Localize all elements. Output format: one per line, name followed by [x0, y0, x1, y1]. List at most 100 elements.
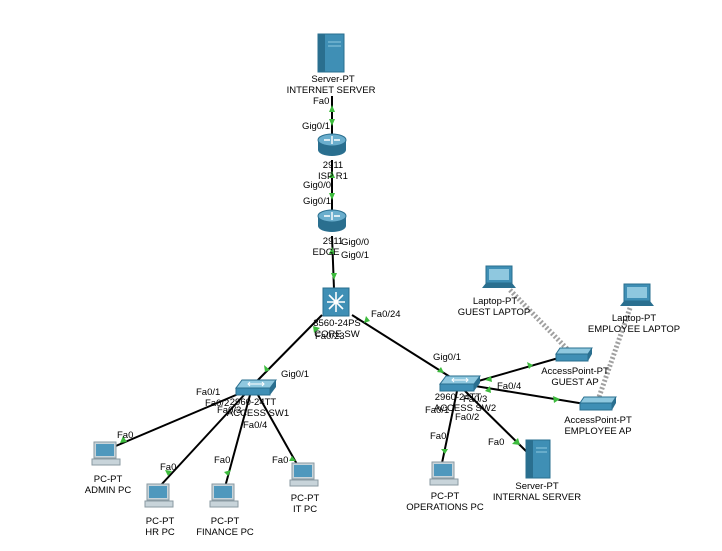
- port-label: Gig0/1: [433, 352, 461, 363]
- link-up-arrow: [331, 273, 337, 280]
- finance-pc-icon[interactable]: [209, 483, 239, 508]
- access-sw2-model-label: 2960-24TT: [434, 392, 482, 403]
- edge-router-name-label: EDGE: [312, 247, 340, 258]
- it-pc-icon[interactable]: [289, 462, 319, 487]
- finance-pc-model-label: PC-PT: [210, 516, 240, 527]
- port-label: Fa0/3: [463, 394, 488, 405]
- port-label: Gig0/0: [341, 237, 369, 248]
- link-up-arrow: [437, 367, 444, 373]
- port-label: Gig0/0: [303, 180, 331, 191]
- link-up-arrow: [313, 326, 320, 333]
- link-up-arrow: [165, 470, 172, 476]
- it-pc-model-label: PC-PT: [290, 493, 320, 504]
- guest-ap-icon[interactable]: [555, 347, 593, 362]
- port-label: Gig0/1: [281, 369, 309, 380]
- link-up-arrow: [485, 386, 491, 393]
- guest-ap-name-label: GUEST AP: [551, 377, 599, 388]
- internal-server-icon[interactable]: [525, 439, 551, 479]
- access-sw2-name-label: ACCESS SW2: [433, 403, 497, 414]
- admin-pc-model-label: PC-PT: [93, 474, 123, 485]
- link-edge-router-core-switch[interactable]: [331, 235, 335, 290]
- port-label: Fa0/3: [217, 405, 242, 416]
- link-sw1-admin-pc[interactable]: [110, 391, 244, 449]
- wireless-employee-laptop-employee-ap: [595, 307, 633, 401]
- port-label: Fa0: [160, 462, 177, 473]
- access-switch-2-icon[interactable]: [439, 375, 481, 392]
- internet-server-icon[interactable]: [317, 33, 345, 73]
- port-label: Gig0/1: [302, 121, 330, 132]
- link-sw2-employee-ap[interactable]: [474, 385, 586, 405]
- link-up-arrow: [441, 449, 448, 454]
- finance-pc-name-label: FINANCE PC: [196, 527, 254, 538]
- link-up-arrow: [329, 193, 335, 200]
- wireless-guest-laptop-guest-ap: [508, 288, 574, 356]
- access-switch-1-icon[interactable]: [235, 379, 277, 396]
- port-label: Fa0/2: [455, 412, 480, 423]
- guest-laptop-icon[interactable]: [482, 265, 516, 288]
- core-switch-model-label: 3560-24PS: [313, 318, 361, 329]
- employee-ap-name-label: EMPLOYEE AP: [564, 426, 632, 437]
- link-up-arrow: [364, 316, 370, 323]
- port-label: Fa0/24: [371, 309, 401, 320]
- link-up-arrow: [527, 362, 533, 369]
- employee-laptop-model-label: Laptop-PT: [611, 313, 657, 324]
- port-label: Fa0/1: [425, 405, 450, 416]
- port-label: Fa0: [117, 430, 134, 441]
- isp-router-name-label: ISP R1: [318, 171, 348, 182]
- edge-router-model-label: 2911: [322, 236, 344, 247]
- employee-laptop-icon[interactable]: [620, 283, 654, 306]
- isp-router-model-label: 2911: [322, 160, 344, 171]
- internet-server-name-label: INTERNET SERVER: [286, 85, 376, 96]
- it-pc-name-label: IT PC: [292, 504, 318, 515]
- port-label: Fa0: [214, 455, 231, 466]
- port-label: Fa0/2: [205, 398, 230, 409]
- port-label: Fa0: [488, 437, 505, 448]
- operations-pc-name-label: OPERATIONS PC: [406, 502, 484, 513]
- port-label: Fa0/1: [196, 387, 221, 398]
- link-sw1-it-pc[interactable]: [257, 394, 299, 467]
- employee-laptop-name-label: EMPLOYEE LAPTOP: [587, 324, 681, 335]
- link-up-arrow: [553, 396, 560, 403]
- internal-server-model-label: Server-PT: [515, 481, 559, 492]
- employee-ap-icon[interactable]: [579, 396, 617, 411]
- core-switch-icon[interactable]: [322, 287, 350, 317]
- link-up-arrow: [329, 247, 335, 254]
- link-up-arrow: [224, 470, 231, 476]
- link-up-arrow: [512, 438, 520, 445]
- link-up-arrow: [329, 105, 335, 112]
- link-up-arrow: [485, 376, 492, 382]
- link-status-arrows: [120, 105, 560, 476]
- link-core-switch-access-sw2[interactable]: [351, 314, 456, 381]
- link-up-arrow: [329, 119, 335, 126]
- admin-pc-name-label: ADMIN PC: [84, 485, 132, 496]
- employee-ap-model-label: AccessPoint-PT: [564, 415, 632, 426]
- port-label: Fa0: [430, 431, 447, 442]
- port-label: Gig0/1: [303, 196, 331, 207]
- port-label: Fa0/23: [315, 331, 345, 342]
- link-up-arrow: [289, 456, 296, 461]
- guest-ap-model-label: AccessPoint-PT: [541, 366, 609, 377]
- isp-router-icon[interactable]: [317, 133, 347, 156]
- port-label: Fa0: [272, 455, 289, 466]
- access-sw1-model-label: 2960-24TT: [229, 397, 277, 408]
- port-label: Gig0/1: [341, 250, 369, 261]
- port-label: Fa0/4: [497, 381, 522, 392]
- edge-router-icon[interactable]: [317, 209, 347, 232]
- hr-pc-icon[interactable]: [144, 483, 174, 508]
- guest-laptop-model-label: Laptop-PT: [472, 296, 518, 307]
- internet-server-model-label: Server-PT: [311, 74, 355, 85]
- operations-pc-icon[interactable]: [429, 461, 459, 486]
- link-up-arrow: [120, 436, 127, 443]
- wireless-links: [508, 288, 633, 401]
- hr-pc-model-label: PC-PT: [145, 516, 175, 527]
- admin-pc-icon[interactable]: [91, 441, 121, 466]
- port-label: Fa0/4: [243, 420, 268, 431]
- port-label: Fa0: [313, 96, 330, 107]
- link-up-arrow: [264, 365, 270, 372]
- access-sw1-name-label: ACCESS SW1: [226, 408, 290, 419]
- link-sw1-hr-pc[interactable]: [160, 393, 246, 486]
- core-switch-name-label: CORE SW: [314, 329, 360, 340]
- internal-server-name-label: INTERNAL SERVER: [492, 492, 582, 503]
- guest-laptop-name-label: GUEST LAPTOP: [457, 307, 531, 318]
